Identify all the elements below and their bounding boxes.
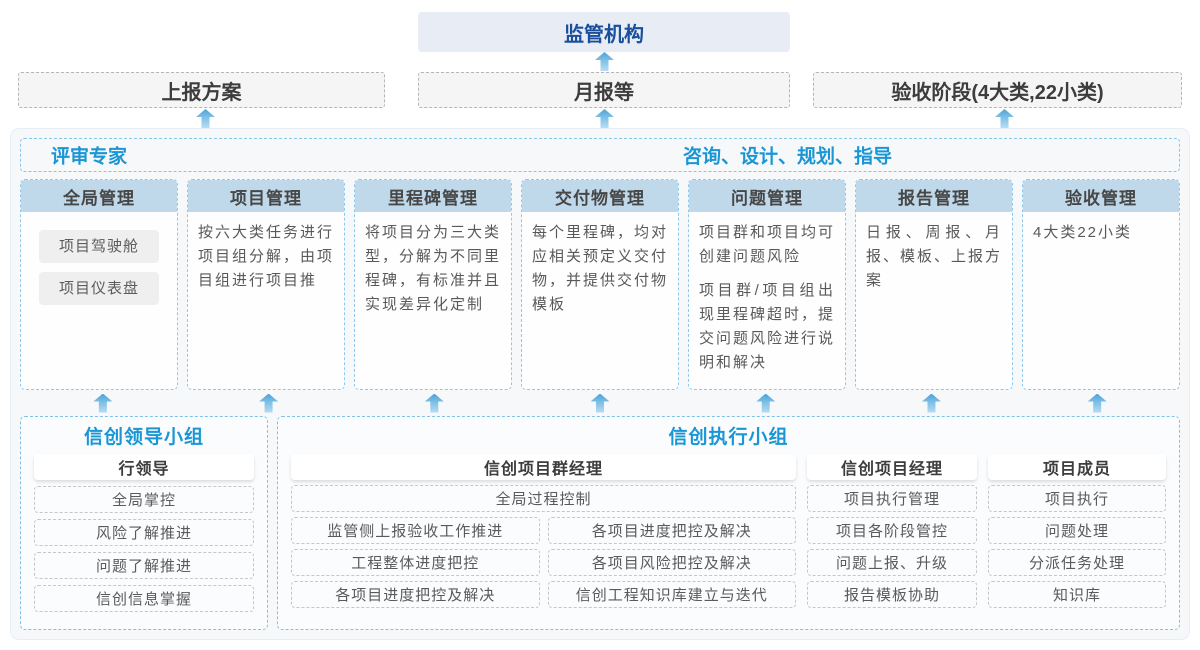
project-manager-role: 信创项目经理 (807, 454, 977, 480)
program-manager-role: 信创项目群经理 (291, 454, 796, 480)
leader-group: 信创领导小组 行领导 全局掌控 风险了解推进 问题了解推进 信创信息掌握 (20, 416, 268, 630)
member-item: 分派任务处理 (988, 549, 1166, 576)
up-arrow (424, 393, 444, 413)
member-item: 知识库 (988, 581, 1166, 608)
project-dashboard-box: 项目仪表盘 (39, 272, 159, 305)
up-arrow (756, 393, 776, 413)
member-item: 项目执行 (988, 485, 1166, 512)
regulator-label: 监管机构 (564, 23, 644, 46)
column-text: 每个里程碑，均对应相关预定义交付物，并提供交付物模板 (532, 224, 669, 313)
bank-leader-role: 行领导 (34, 454, 254, 480)
column-body: 日报、周报、月报、模板、上报方案 (856, 212, 1012, 312)
pg-item: 信创工程知识库建立与迭代 (547, 581, 796, 608)
exec-sections: 信创项目群经理 全局过程控制 监管侧上报验收工作推进 各项目进度把控及解决 工程… (291, 454, 1166, 608)
pm-item: 报告模板协助 (807, 581, 977, 608)
column-acceptance-management: 验收管理 4大类22小类 (1022, 179, 1180, 390)
column-header: 问题管理 (689, 180, 845, 212)
column-text: 项目群和项目均可创建问题风险 (699, 224, 836, 265)
management-columns: 全局管理 项目驾驶舱 项目仪表盘 项目管理 按六大类任务进行项目组分解，由项目组… (20, 179, 1180, 390)
up-arrow (590, 393, 610, 413)
column-header: 交付物管理 (522, 180, 678, 212)
column-text: 按六大类任务进行项目组分解，由项目组进行项目推 (198, 224, 335, 289)
column-issue-management: 问题管理 项目群和项目均可创建问题风险 项目群/项目组出现里程碑超时，提交问题风… (688, 179, 846, 390)
column-deliverable-management: 交付物管理 每个里程碑，均对应相关预定义交付物，并提供交付物模板 (521, 179, 679, 390)
column-text: 日报、周报、月报、模板、上报方案 (866, 224, 1003, 289)
column-body: 按六大类任务进行项目组分解，由项目组进行项目推 (188, 212, 344, 312)
program-manager-section: 信创项目群经理 全局过程控制 监管侧上报验收工作推进 各项目进度把控及解决 工程… (291, 454, 796, 608)
column-global-management: 全局管理 项目驾驶舱 项目仪表盘 (20, 179, 178, 390)
leader-item: 风险了解推进 (34, 519, 254, 546)
column-body: 将项目分为三大类型，分解为不同里程碑，有标准并且实现差异化定制 (355, 212, 511, 336)
up-arrow-to-report-plan (196, 109, 215, 128)
column-text: 4大类22小类 (1033, 224, 1133, 241)
project-manager-section: 信创项目经理 项目执行管理 项目各阶段管控 问题上报、升级 报告模板协助 (807, 454, 977, 608)
up-arrow (93, 393, 113, 413)
up-arrow-to-acceptance-stage (995, 109, 1014, 128)
column-report-management: 报告管理 日报、周报、月报、模板、上报方案 (855, 179, 1013, 390)
regulator-box: 监管机构 (418, 12, 790, 52)
column-arrows (20, 390, 1180, 416)
monthly-report-box: 月报等 (418, 72, 790, 108)
up-arrow-to-regulator (595, 52, 614, 71)
consulting-design-label: 咨询、设计、规划、指导 (683, 146, 893, 168)
column-body: 项目群和项目均可创建问题风险 项目群/项目组出现里程碑超时，提交问题风险进行说明… (689, 212, 845, 389)
column-body: 项目驾驶舱 项目仪表盘 (21, 212, 177, 314)
leader-group-title: 信创领导小组 (83, 427, 204, 448)
pg-item-full: 全局过程控制 (291, 485, 796, 512)
pg-item: 各项目进度把控及解决 (547, 517, 796, 544)
report-plan-label: 上报方案 (161, 81, 242, 104)
pm-item: 项目执行管理 (807, 485, 977, 512)
expert-bar: 评审专家 咨询、设计、规划、指导 (20, 138, 1180, 172)
acceptance-stage-label: 验收阶段(4大类,22小类) (891, 81, 1104, 104)
pm-item: 问题上报、升级 (807, 549, 977, 576)
column-header: 报告管理 (856, 180, 1012, 212)
column-text: 项目群/项目组出现里程碑超时，提交问题风险进行说明和解决 (699, 282, 836, 371)
pm-item: 项目各阶段管控 (807, 517, 977, 544)
leader-item: 问题了解推进 (34, 552, 254, 579)
monthly-report-label: 月报等 (574, 81, 634, 104)
column-project-management: 项目管理 按六大类任务进行项目组分解，由项目组进行项目推 (187, 179, 345, 390)
up-arrow (1087, 393, 1107, 413)
leader-item: 信创信息掌握 (34, 585, 254, 612)
up-arrow (259, 393, 279, 413)
column-header: 项目管理 (188, 180, 344, 212)
project-member-section: 项目成员 项目执行 问题处理 分派任务处理 知识库 (988, 454, 1166, 608)
column-body: 4大类22小类 (1023, 212, 1179, 264)
pg-item: 工程整体进度把控 (291, 549, 540, 576)
column-header: 验收管理 (1023, 180, 1179, 212)
platform-container: 评审专家 咨询、设计、规划、指导 全局管理 项目驾驶舱 项目仪表盘 项目管理 按… (10, 128, 1190, 640)
up-arrow-to-monthly-report (595, 109, 614, 128)
leader-item: 全局掌控 (34, 486, 254, 513)
project-cockpit-box: 项目驾驶舱 (39, 230, 159, 263)
review-experts-label: 评审专家 (51, 146, 128, 168)
project-member-role: 项目成员 (988, 454, 1166, 480)
column-body: 每个里程碑，均对应相关预定义交付物，并提供交付物模板 (522, 212, 678, 336)
column-header: 全局管理 (21, 180, 177, 212)
pg-item-grid: 监管侧上报验收工作推进 各项目进度把控及解决 工程整体进度把控 各项目风险把控及… (291, 512, 796, 608)
bottom-groups: 信创领导小组 行领导 全局掌控 风险了解推进 问题了解推进 信创信息掌握 信创执… (20, 416, 1180, 630)
pg-item: 监管侧上报验收工作推进 (291, 517, 540, 544)
column-text: 将项目分为三大类型，分解为不同里程碑，有标准并且实现差异化定制 (365, 224, 502, 313)
member-item: 问题处理 (988, 517, 1166, 544)
exec-group-title: 信创执行小组 (668, 427, 789, 448)
column-milestone-management: 里程碑管理 将项目分为三大类型，分解为不同里程碑，有标准并且实现差异化定制 (354, 179, 512, 390)
column-header: 里程碑管理 (355, 180, 511, 212)
exec-group: 信创执行小组 信创项目群经理 全局过程控制 监管侧上报验收工作推进 各项目进度把… (277, 416, 1180, 630)
pg-item: 各项目风险把控及解决 (547, 549, 796, 576)
report-plan-box: 上报方案 (18, 72, 385, 108)
pg-item: 各项目进度把控及解决 (291, 581, 540, 608)
acceptance-stage-box: 验收阶段(4大类,22小类) (813, 72, 1182, 108)
up-arrow (921, 393, 941, 413)
